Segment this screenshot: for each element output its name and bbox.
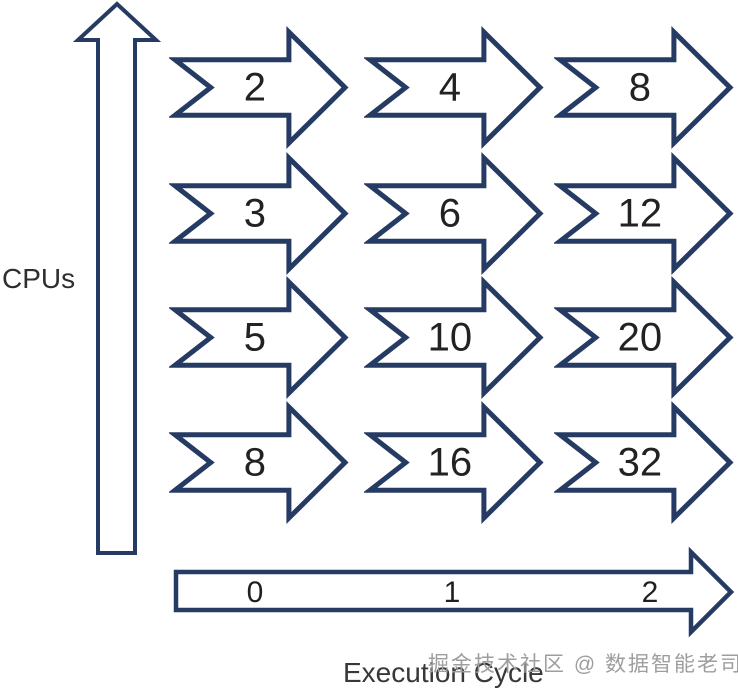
cpus-axis-arrow — [72, 1, 162, 555]
arrow-outline — [554, 276, 734, 399]
arrow-outline — [554, 152, 734, 275]
arrow-outline — [554, 26, 734, 149]
arrow-value: 12 — [618, 192, 663, 236]
arrow-outline — [364, 401, 544, 524]
arrow-value: 10 — [428, 316, 473, 360]
arrow-value: 3 — [244, 192, 266, 236]
grid-arrow: 6 — [364, 152, 544, 275]
arrow-value: 8 — [629, 66, 651, 110]
grid-arrow: 3 — [169, 152, 349, 275]
arrow-value: 5 — [244, 316, 266, 360]
grid-arrow: 12 — [554, 152, 734, 275]
x-axis-tick: 1 — [443, 576, 461, 609]
grid-arrow: 32 — [554, 401, 734, 524]
arrow-value: 32 — [618, 441, 663, 485]
arrow-outline — [169, 276, 349, 399]
x-axis-tick: 0 — [246, 576, 264, 609]
arrow-outline — [364, 276, 544, 399]
arrow-value: 2 — [244, 66, 266, 110]
x-axis-label: Execution Cycle — [343, 657, 544, 688]
grid-arrow: 20 — [554, 276, 734, 399]
arrow-outline — [554, 401, 734, 524]
arrow-outline — [364, 26, 544, 149]
execution-cycle-axis-arrow — [173, 546, 735, 638]
grid-arrow: 2 — [169, 26, 349, 149]
grid-arrow: 10 — [364, 276, 544, 399]
x-axis-tick: 2 — [641, 576, 659, 609]
arrow-value: 20 — [618, 316, 663, 360]
grid-arrow: 4 — [364, 26, 544, 149]
grid-arrow: 8 — [554, 26, 734, 149]
arrow-outline — [169, 152, 349, 275]
y-axis-label: CPUs — [2, 263, 76, 294]
arrow-value: 8 — [244, 441, 266, 485]
arrow-outline — [169, 26, 349, 149]
grid-arrow: 8 — [169, 401, 349, 524]
watermark-text: 掘金技术社区 @ 数据智能老司机 — [428, 653, 738, 676]
grid-arrow: 5 — [169, 276, 349, 399]
arrow-value: 6 — [439, 192, 461, 236]
grid-arrow: 16 — [364, 401, 544, 524]
arrow-value: 16 — [428, 441, 473, 485]
arrow-outline — [169, 401, 349, 524]
arrow-value: 4 — [439, 66, 461, 110]
arrow-outline — [364, 152, 544, 275]
